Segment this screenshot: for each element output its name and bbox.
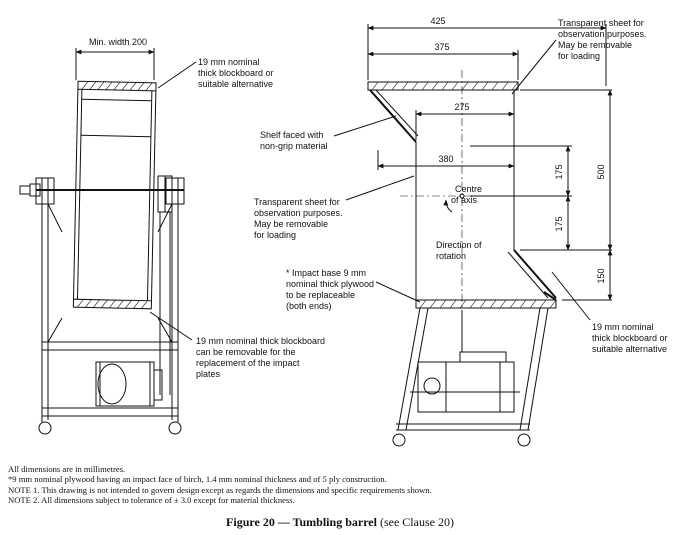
dim-500: 500	[596, 164, 606, 179]
dim-380: 380	[438, 154, 453, 164]
note-plywood: *9 mm nominal plywood having an impact f…	[8, 474, 387, 485]
side-bottom-label: 19 mm nominal thick blockboard can be re…	[196, 336, 328, 379]
transparent-left-label: Transparent sheet for observation purpos…	[254, 197, 345, 240]
dim-175-lower: 175	[554, 216, 564, 231]
dim-375: 375	[434, 42, 449, 52]
impact-base-label: * Impact base 9 mm nominal thick plywood…	[286, 268, 377, 311]
note-2: NOTE 2. All dimensions subject to tolera…	[8, 495, 295, 506]
transparent-top-label: Transparent sheet for observation purpos…	[558, 18, 649, 61]
note-units: All dimensions are in millimetres.	[8, 464, 126, 474]
side-top-label: 19 mm nominal thick blockboard or suitab…	[198, 57, 276, 89]
section-view: 425 375 275 380 500 175 175 150 Transpar…	[254, 16, 670, 447]
note-1: NOTE 1. This drawing is not intended to …	[8, 484, 432, 495]
tumbling-barrel-drawing: Min. width 200 19 mm nominal thick block…	[19, 16, 670, 447]
dim-275: 275	[454, 102, 469, 112]
blockboard-right-label: 19 mm nominal thick blockboard or suitab…	[592, 322, 670, 354]
figure-title: Figure 20 — Tumbling barrel	[226, 515, 377, 529]
figure-reference: (see Clause 20)	[379, 515, 454, 529]
direction-label: Direction of rotation	[436, 240, 484, 261]
min-width-dim: Min. width 200	[89, 37, 147, 47]
notes-block: All dimensions are in millimetres. *9 mm…	[8, 464, 672, 506]
dim-175-upper: 175	[554, 164, 564, 179]
dim-425: 425	[430, 16, 445, 26]
shelf-label: Shelf faced with non-grip material	[260, 130, 328, 151]
dim-150: 150	[596, 268, 606, 283]
figure-caption: Figure 20 — Tumbling barrel (see Clause …	[0, 515, 680, 530]
centre-label: Centre of axis	[451, 184, 485, 205]
side-view: Min. width 200 19 mm nominal thick block…	[19, 37, 328, 435]
